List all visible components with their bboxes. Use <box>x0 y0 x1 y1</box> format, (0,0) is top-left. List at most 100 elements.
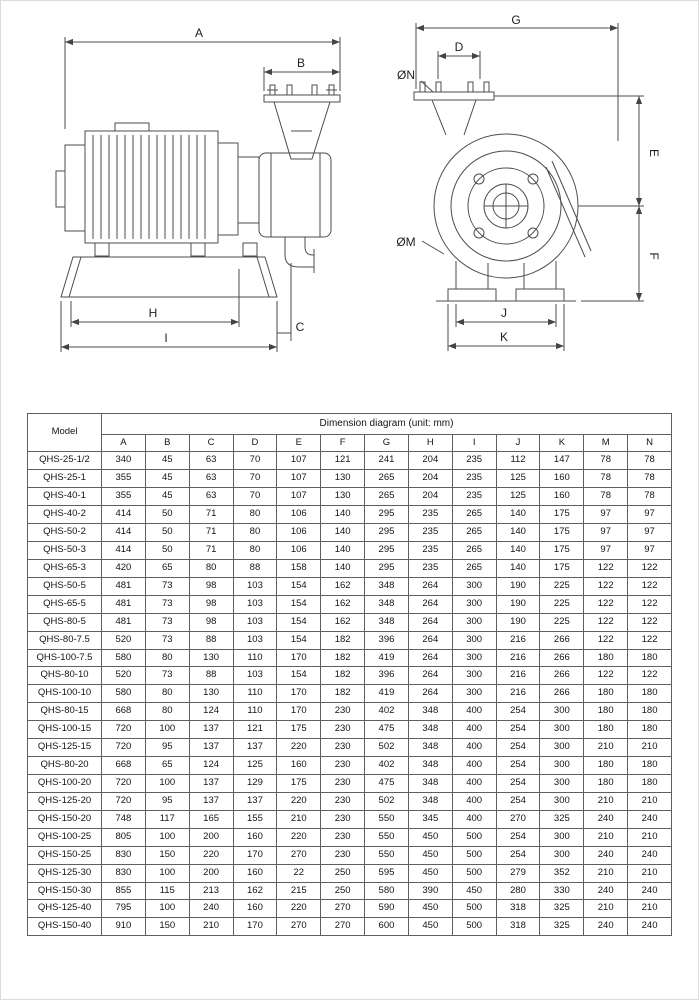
value-cell: 154 <box>276 612 322 632</box>
value-cell: 580 <box>101 684 146 704</box>
suction-flange-front <box>413 81 495 136</box>
motor-body <box>55 122 219 244</box>
value-cell: 70 <box>232 451 278 471</box>
value-cell: 400 <box>451 756 497 776</box>
value-cell: 71 <box>188 541 234 560</box>
value-cell: 122 <box>583 558 629 578</box>
model-cell: QHS-80-15 <box>27 702 102 722</box>
value-cell: 180 <box>627 702 672 722</box>
value-cell: 235 <box>451 451 497 471</box>
value-cell: 264 <box>407 666 453 686</box>
value-cell: 73 <box>144 576 190 596</box>
column-header: J <box>495 433 541 453</box>
value-cell: 500 <box>451 917 497 937</box>
model-cell: QHS-125-30 <box>27 863 102 883</box>
value-cell: 97 <box>583 523 629 543</box>
value-cell: 73 <box>144 612 190 632</box>
value-cell: 50 <box>144 523 190 543</box>
value-cell: 180 <box>627 774 672 793</box>
value-cell: 481 <box>101 612 146 632</box>
front-view-drawing: G D ØN ØM E F J K <box>396 13 661 351</box>
value-cell: 140 <box>320 523 366 543</box>
value-cell: 450 <box>407 827 453 847</box>
value-cell: 235 <box>451 469 497 489</box>
label-e: E <box>647 149 661 157</box>
value-cell: 162 <box>320 612 366 632</box>
value-cell: 230 <box>320 809 366 829</box>
pump-casing-side <box>258 152 332 238</box>
value-cell: 266 <box>539 666 585 686</box>
model-cell: QHS-50-3 <box>27 541 102 560</box>
value-cell: 210 <box>627 738 672 758</box>
value-cell: 100 <box>144 899 190 919</box>
value-cell: 240 <box>188 899 234 919</box>
value-cell: 80 <box>232 541 278 560</box>
model-cell: QHS-150-25 <box>27 845 102 865</box>
model-cell: QHS-50-2 <box>27 523 102 543</box>
label-j: J <box>501 306 507 320</box>
value-cell: 550 <box>364 809 409 829</box>
value-cell: 300 <box>539 738 585 758</box>
value-cell: 348 <box>407 756 453 776</box>
value-cell: 420 <box>101 558 146 578</box>
value-cell: 254 <box>495 774 541 793</box>
value-cell: 112 <box>495 451 541 471</box>
value-cell: 225 <box>539 576 585 596</box>
value-cell: 264 <box>407 594 453 614</box>
value-cell: 400 <box>451 702 497 722</box>
value-cell: 668 <box>101 702 146 722</box>
value-cell: 204 <box>407 487 453 507</box>
label-h: H <box>149 306 158 320</box>
value-cell: 122 <box>583 612 629 632</box>
value-cell: 748 <box>101 809 146 829</box>
value-cell: 182 <box>320 684 366 704</box>
value-cell: 280 <box>495 881 541 901</box>
model-cell: QHS-25-1 <box>27 469 102 489</box>
value-cell: 390 <box>407 881 453 901</box>
value-cell: 402 <box>364 702 409 722</box>
value-cell: 78 <box>627 487 672 507</box>
value-cell: 180 <box>583 648 629 668</box>
value-cell: 140 <box>495 505 541 525</box>
value-cell: 300 <box>539 756 585 776</box>
value-cell: 270 <box>495 809 541 829</box>
value-cell: 170 <box>276 648 322 668</box>
model-header-cell: Model <box>27 412 102 453</box>
value-cell: 348 <box>364 594 409 614</box>
model-cell: QHS-100-10 <box>27 684 102 704</box>
value-cell: 155 <box>232 809 278 829</box>
value-cell: 180 <box>583 774 629 793</box>
column-header: N <box>627 433 672 453</box>
value-cell: 230 <box>320 845 366 865</box>
value-cell: 210 <box>583 899 629 919</box>
dimension-line-h <box>70 269 240 327</box>
value-cell: 216 <box>495 630 541 650</box>
value-cell: 300 <box>539 827 585 847</box>
value-cell: 240 <box>583 845 629 865</box>
model-cell: QHS-80-10 <box>27 666 102 686</box>
value-cell: 340 <box>101 451 146 471</box>
value-cell: 63 <box>188 469 234 489</box>
value-cell: 348 <box>407 791 453 811</box>
value-cell: 103 <box>232 594 278 614</box>
inlet-flange <box>263 84 341 103</box>
value-cell: 265 <box>364 469 409 489</box>
value-cell: 450 <box>407 845 453 865</box>
value-cell: 130 <box>188 684 234 704</box>
label-a: A <box>195 26 203 40</box>
value-cell: 254 <box>495 738 541 758</box>
value-cell: 124 <box>188 702 234 722</box>
column-header: B <box>144 433 190 453</box>
model-cell: QHS-80-20 <box>27 756 102 776</box>
value-cell: 140 <box>495 558 541 578</box>
value-cell: 414 <box>101 523 146 543</box>
value-cell: 240 <box>583 809 629 829</box>
